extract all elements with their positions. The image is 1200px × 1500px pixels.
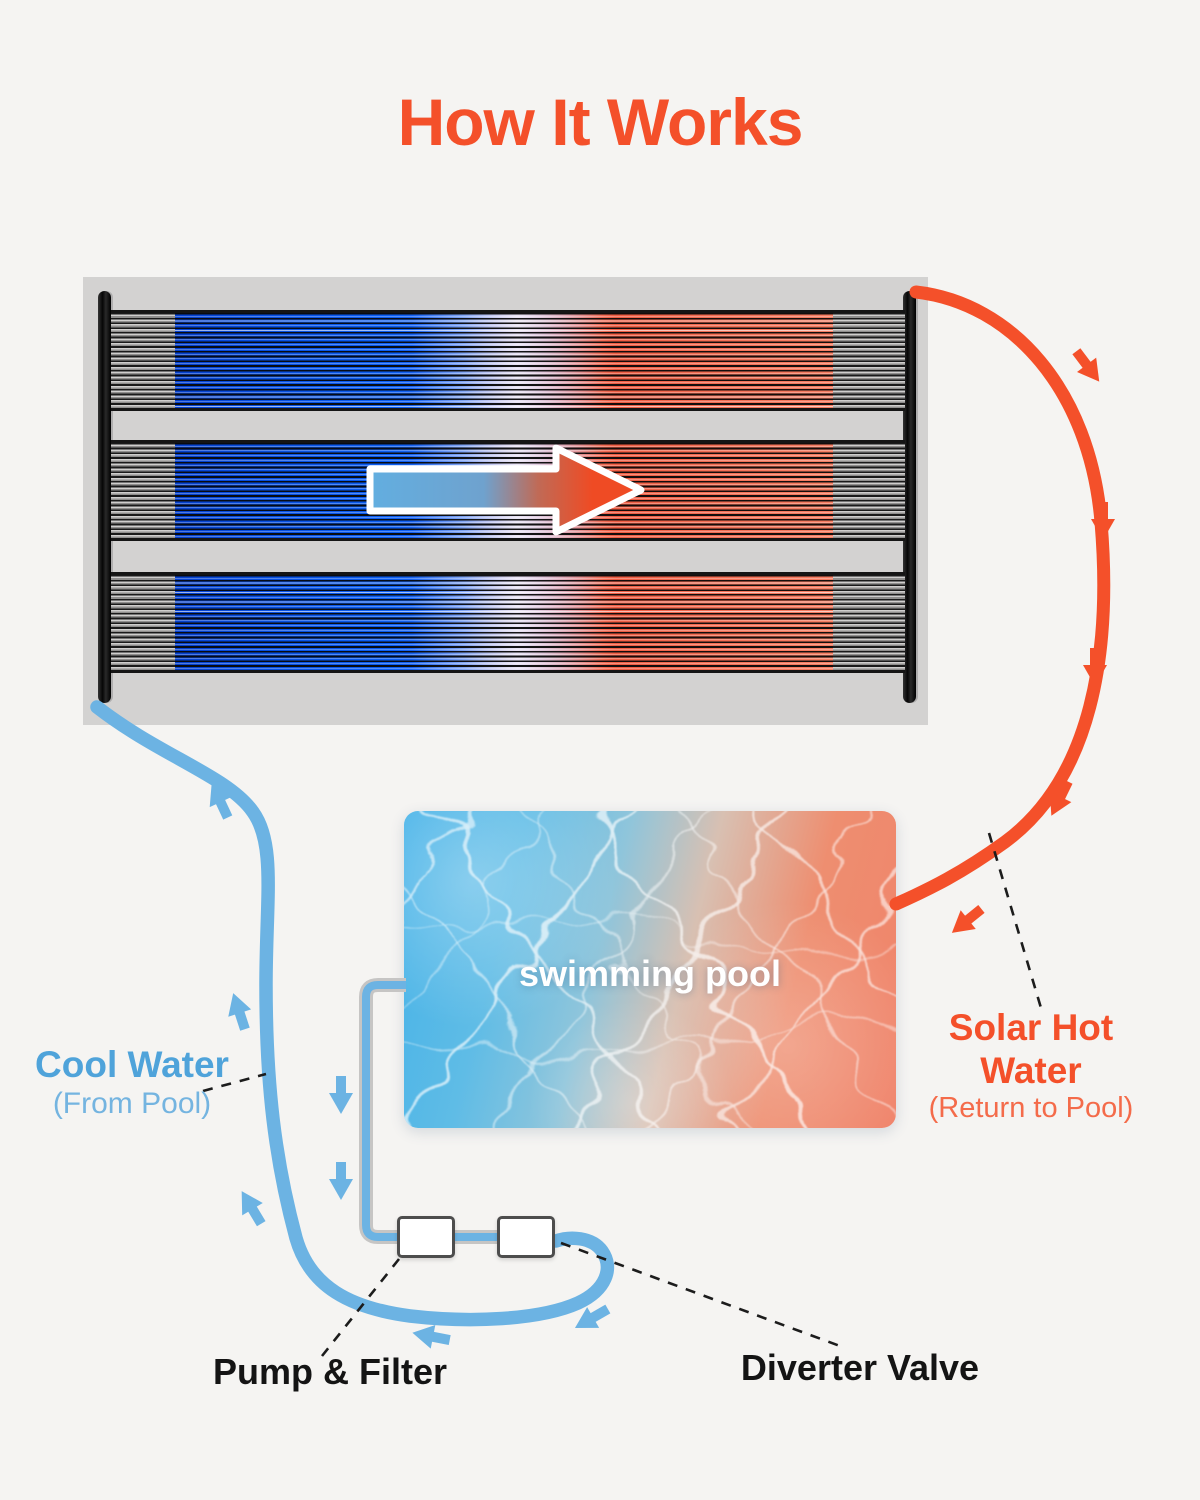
heat-gradient-tubes [175, 575, 833, 670]
cool-water-title: Cool Water [35, 1044, 229, 1085]
cool-water-subtitle: (From Pool) [52, 1086, 212, 1120]
pool-label: swimming pool [518, 953, 781, 994]
collector-tube-row [111, 310, 905, 411]
collector-tube-row [111, 572, 905, 673]
tube-stubs-left [111, 575, 175, 670]
pump-filter-box [397, 1216, 455, 1258]
left-manifold-pipe [98, 291, 111, 703]
pump-filter-pointer-line [320, 1258, 401, 1357]
orange-flow-arrow-icon [1083, 648, 1107, 686]
blue-flow-arrow-icon [209, 783, 233, 820]
orange-flow-arrow-icon [951, 905, 985, 933]
orange-flow-arrow-icon [1049, 779, 1073, 816]
swimming-pool: swimming pool [404, 811, 896, 1128]
right-manifold-pipe [903, 291, 916, 703]
blue-flow-arrow-icon [329, 1076, 353, 1114]
solar-hot-water-subtitle: (Return to Pool) [928, 1092, 1134, 1125]
tube-stubs-right [833, 575, 905, 670]
blue-flow-arrow-icon [412, 1325, 451, 1349]
orange-flow-arrow-icon [1072, 348, 1100, 382]
heat-gradient-arrow-icon [366, 444, 645, 536]
tube-stubs-left [111, 443, 175, 538]
blue-flow-arrow-icon [241, 1191, 266, 1227]
pump-filter-label: Pump & Filter [212, 1351, 448, 1392]
heat-gradient-tubes [175, 313, 833, 408]
solar-hot-water-pipe [889, 285, 1111, 911]
diverter-valve-box [497, 1216, 555, 1258]
solar-hot-water-title: Solar Hot Water [948, 1007, 1114, 1091]
tube-stubs-right [833, 313, 905, 408]
diverter-valve-pointer-line [560, 1241, 841, 1348]
solar-hot-water-label: Solar Hot Water (Return to Pool) [898, 1007, 1164, 1125]
cool-water-pipe [90, 700, 615, 1327]
tube-stubs-left [111, 313, 175, 408]
cool-water-label: Cool Water (From Pool) [12, 1044, 252, 1121]
blue-flow-arrow-icon [574, 1304, 611, 1328]
blue-flow-arrow-icon [228, 993, 252, 1031]
tube-stubs-right [833, 443, 905, 538]
pool-to-pump-pipe [359, 978, 500, 1244]
orange-flow-arrow-icon [1091, 502, 1115, 540]
diverter-valve-label: Diverter Valve [740, 1347, 980, 1388]
page-title: How It Works [397, 85, 804, 159]
solar-hot-water-pointer-line [987, 832, 1043, 1009]
blue-flow-arrow-icon [329, 1162, 353, 1200]
